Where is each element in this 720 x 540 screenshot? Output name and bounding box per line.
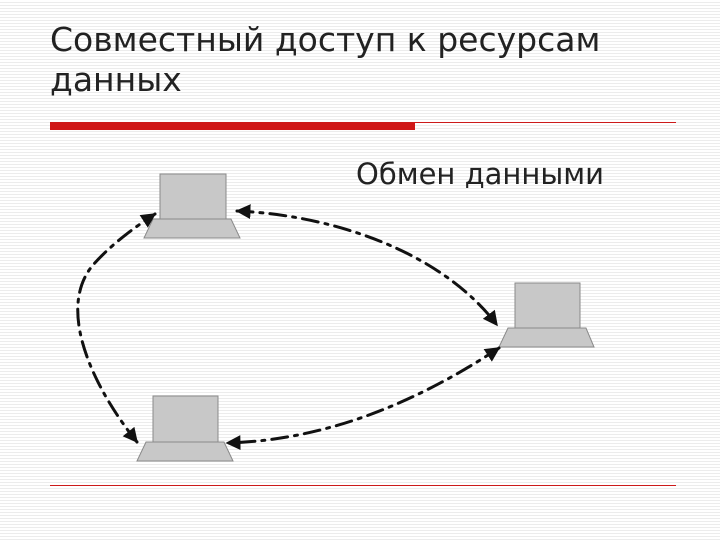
data-exchange-caption: Обмен данными (356, 157, 604, 191)
monitor-screen (514, 282, 581, 329)
connection-arrow-top-right (235, 204, 499, 327)
connection-arrow-right-bottom (225, 346, 501, 451)
monitor-base (143, 218, 241, 239)
computer-icon-bottom (136, 395, 234, 462)
computer-icon-top-left (143, 173, 241, 239)
monitor-base (136, 441, 234, 462)
monitor-screen (159, 173, 227, 220)
computer-icon-right (498, 282, 595, 348)
monitor-base (498, 327, 595, 348)
connection-arrow-bottom-left (76, 212, 157, 444)
title-underline-accent (50, 123, 415, 130)
slide-title: Совместный доступ к ресурсам данных (50, 20, 601, 99)
monitor-screen (152, 395, 219, 443)
title-underline-thin (50, 122, 676, 123)
bottom-rule (50, 485, 676, 486)
